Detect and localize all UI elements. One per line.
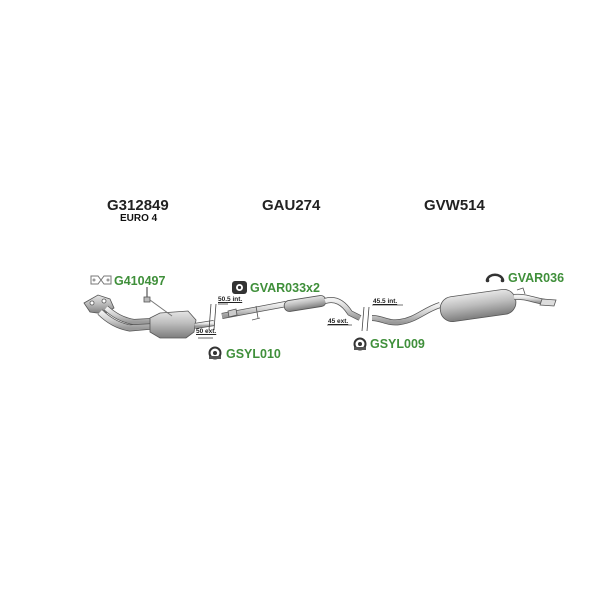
middle-silencer-body xyxy=(283,295,327,312)
catalyst-body xyxy=(149,310,197,339)
clamp-icon xyxy=(207,345,223,366)
accessory-link-rubber-mount[interactable]: GVAR033x2 xyxy=(250,281,320,295)
dimension-label-rear-outer: 45 ext. xyxy=(328,318,349,325)
tail-pipe xyxy=(539,298,557,307)
hanger-icon xyxy=(485,270,505,288)
part-code-catalyst[interactable]: G312849 xyxy=(107,197,169,214)
dimension-label-front-outer: 50 ext. xyxy=(196,328,217,335)
rear-pipe-section xyxy=(371,287,557,326)
part-code-middle-silencer[interactable]: GAU274 xyxy=(262,197,321,214)
accessory-link-hanger[interactable]: GVAR036 xyxy=(508,271,565,285)
clamp-icon xyxy=(352,336,368,357)
dimension-label-front-inner: 50.5 int. xyxy=(218,296,243,303)
middle-pipe-section xyxy=(221,295,362,321)
joint-marker-front xyxy=(198,303,228,339)
accessory-link-clamp-front[interactable]: GSYL010 xyxy=(226,347,281,361)
accessory-link-clamp-rear[interactable]: GSYL009 xyxy=(370,337,425,351)
part-code-rear-silencer[interactable]: GVW514 xyxy=(424,197,485,214)
hanger-peg xyxy=(251,305,261,321)
rubber-mount-icon xyxy=(231,280,248,300)
dimension-label-rear-inner: 45.5 int. xyxy=(373,298,398,305)
front-pipe-section xyxy=(83,287,215,339)
part-subtitle-catalyst: EURO 4 xyxy=(120,213,158,224)
joint-marker-rear xyxy=(327,304,403,332)
accessory-link-gasket[interactable]: G410497 xyxy=(114,274,166,288)
gasket-icon xyxy=(90,273,112,291)
rear-silencer-body xyxy=(439,288,517,323)
